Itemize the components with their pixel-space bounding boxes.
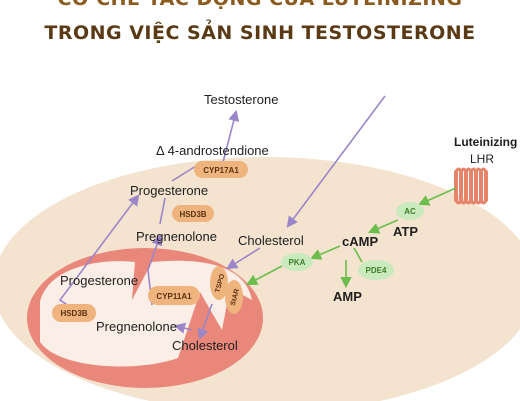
label-cholesterol-cytosol: Cholesterol [238,233,304,248]
svg-text:TSPO: TSPO [215,273,227,294]
arrow-progesterone-androstendione [171,165,197,182]
arrow-cytosol-cholesterol-star [226,247,261,270]
enzyme-cyp11a1: CYP11A1 [148,286,200,305]
label-androstendione: Δ 4-androstendione [156,143,269,158]
svg-text:CYP11A1: CYP11A1 [156,292,192,301]
label-progesterone-mito: Progesterone [60,273,138,288]
svg-text:HSD3B: HSD3B [60,309,87,318]
enzyme-hsd3b-mito: HSD3B [52,304,96,322]
svg-text:StAR: StAR [230,288,241,306]
orange-enzymes: CYP17A1 HSD3B CYP11A1 HSD3B TSPO StAR [52,161,248,322]
arrow-androstendione-testosterone [221,109,240,167]
title-line-2: TRONG VIỆC SẢN SINH TESTOSTERONE [44,22,476,44]
label-lhr: LHR [470,152,494,166]
arrow-camp-pde4 [353,247,363,263]
enzyme-star: StAR [225,280,243,314]
green-arrows [246,187,457,289]
enzyme-cyp17a1: CYP17A1 [194,161,248,178]
enzyme-ac: AC [396,202,424,220]
label-atp: ATP [393,224,418,239]
arrow-lhr-ac [417,187,457,206]
arrow-incoming-cholesterol [286,95,386,228]
label-progesterone-top: Progesterone [130,183,208,198]
label-camp: cAMP [342,234,378,249]
svg-text:AC: AC [404,207,416,216]
arrow-mito-cholesterol-pregnenolone [173,322,193,334]
label-luteinizing: Luteinizing [454,135,517,149]
enzyme-pde4: PDE4 [358,260,394,280]
arrow-camp-pka [309,245,341,260]
label-pregnenolone-top: Pregnenolone [136,229,217,244]
label-cholesterol-mito: Cholesterol [172,338,238,353]
mitochondrion [27,248,263,388]
enzyme-pka: PKA [281,253,313,271]
label-testosterone: Testosterone [204,92,278,107]
arrow-ac-camp [367,219,399,234]
label-pregnenolone-mito: Pregnenolone [96,319,177,334]
arrow-star-mito-cholesterol [197,303,213,341]
enzyme-tspo: TSPO [210,266,228,300]
text-labels: Testosterone Δ 4-androstendione Progeste… [60,92,517,353]
green-enzymes: AC PKA PDE4 [281,202,424,280]
label-amp: AMP [333,289,362,304]
enzyme-hsd3b-top: HSD3B [172,205,214,222]
svg-text:CYP17A1: CYP17A1 [203,166,239,175]
svg-text:PDE4: PDE4 [366,266,387,275]
arrow-pka-star [246,265,283,286]
svg-text:HSD3B: HSD3B [179,210,206,219]
svg-text:PKA: PKA [289,258,306,267]
arrow-pregnenolone-progesterone [159,197,166,225]
title-line-1: CƠ CHẾ TÁC ĐỘNG CỦA LUTEINIZING [0,0,520,10]
lhr-receptor-icon [454,167,488,205]
